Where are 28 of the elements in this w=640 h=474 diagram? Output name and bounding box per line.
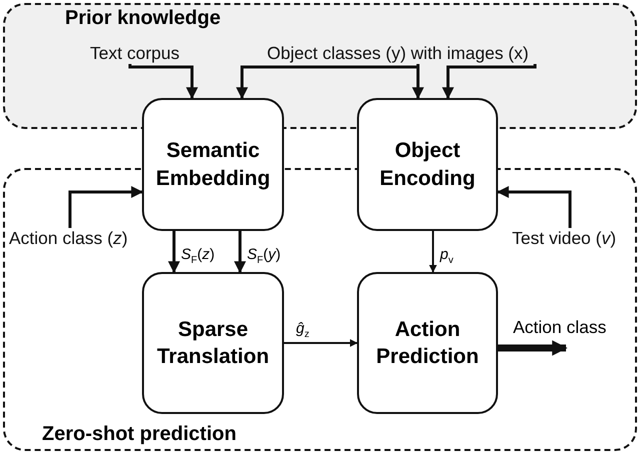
dashed-group-region (3, 168, 637, 451)
edge-label: ĝ$_{z}$ (296, 320, 310, 340)
input-label: Text corpus (90, 43, 190, 64)
process-box (357, 98, 498, 231)
arrow (234, 231, 246, 274)
process-box (142, 272, 284, 414)
edge-label: S$_{F}$(z) (181, 246, 215, 266)
process-label: Action Prediction (375, 316, 480, 370)
arrow (498, 340, 568, 356)
arrow (236, 64, 420, 100)
group-title: Prior knowledge (65, 7, 221, 30)
process-box (357, 272, 498, 414)
arrow (168, 231, 180, 274)
arrow (284, 339, 358, 347)
input-label: Object classes (y) with images (x) (267, 43, 557, 64)
group-title: Zero-shot prediction (42, 423, 236, 446)
edge-label: S$_{F}$(y) (247, 246, 281, 266)
arrow (496, 186, 572, 228)
arrow (128, 64, 198, 100)
input-label: Action class (z) (9, 228, 141, 249)
process-box (142, 98, 284, 231)
process-label: Semantic Embedding (154, 138, 272, 192)
arrow (429, 231, 437, 273)
input-label: Test video (v) (512, 228, 634, 249)
process-label: Object Encoding (378, 138, 476, 192)
process-label: Sparse Translation (156, 316, 270, 370)
arrow (442, 64, 536, 100)
arrow (68, 186, 144, 228)
